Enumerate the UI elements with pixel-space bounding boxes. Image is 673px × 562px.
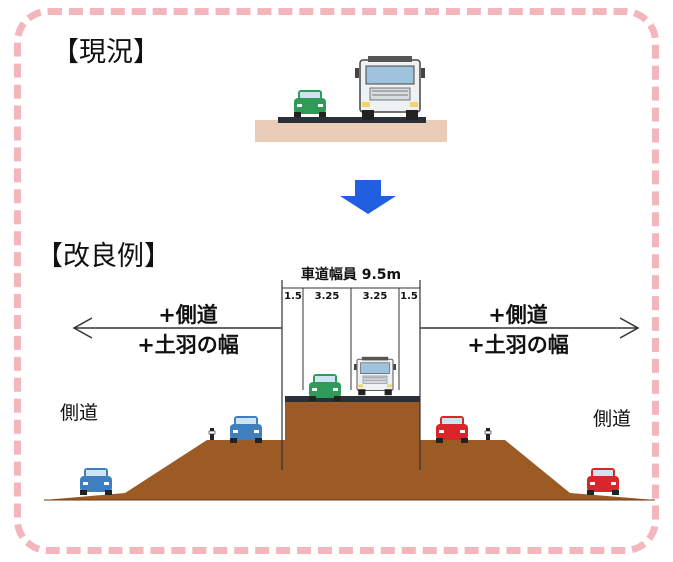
red-car-icon: [436, 416, 468, 443]
left-expand-line1: +側道: [158, 303, 218, 327]
post-icon: [208, 427, 216, 441]
road-width-label: 車道幅員 9.5m: [301, 266, 401, 283]
truck-icon: [354, 55, 426, 121]
improvement-example-title: 【改良例】: [36, 241, 171, 272]
blue-car-icon: [80, 468, 112, 495]
post-icon: [484, 427, 492, 441]
green-car-icon: [309, 374, 341, 401]
left-side-road-label: 側道: [60, 402, 99, 424]
right-side-road-label: 側道: [593, 408, 632, 430]
current-state-title: 【現況】: [52, 37, 160, 68]
current-ground: [255, 120, 447, 142]
truck-icon: [353, 356, 397, 396]
dashed-frame: [14, 8, 659, 554]
lane-width-1: 1.5: [284, 291, 302, 302]
lane-width-3: 3.25: [363, 291, 388, 302]
left-expand-text: +側道 +土羽の幅: [88, 300, 288, 360]
right-expand-line1: +側道: [488, 303, 548, 327]
current-road-surface: [278, 117, 426, 123]
right-expand-line2: +土羽の幅: [467, 333, 569, 357]
red-car-icon: [587, 468, 619, 495]
lane-width-2: 3.25: [315, 291, 340, 302]
lane-width-4: 1.5: [400, 291, 418, 302]
left-expand-line2: +土羽の幅: [137, 333, 239, 357]
right-expand-text: +側道 +土羽の幅: [418, 300, 618, 360]
blue-car-icon: [230, 416, 262, 443]
improved-road-surface: [285, 396, 420, 402]
green-car-icon: [294, 90, 326, 117]
down-arrow-icon: [340, 180, 396, 214]
embankment: [44, 399, 655, 500]
